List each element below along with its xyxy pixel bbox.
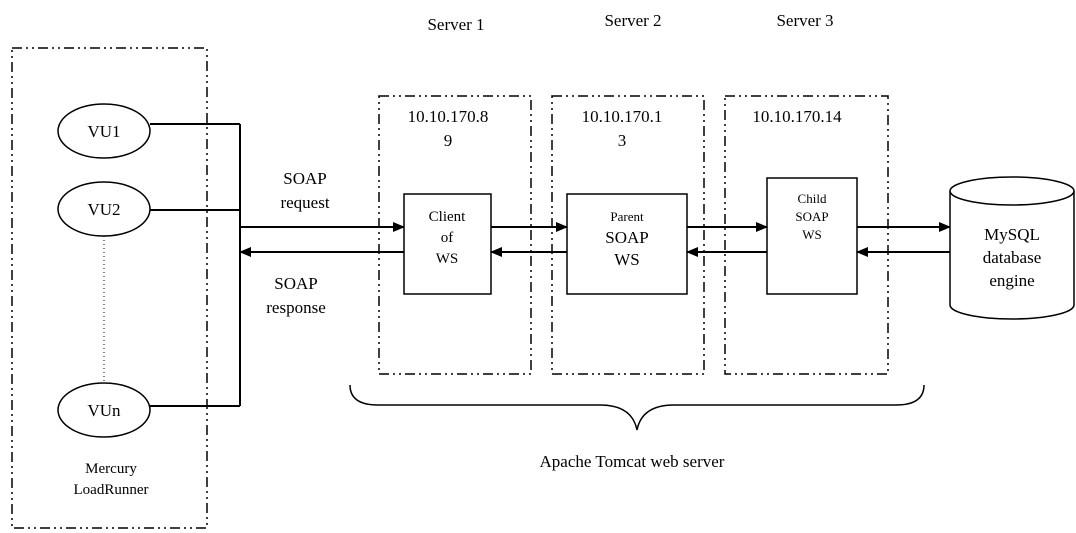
vu1-label: VU1 [87, 122, 120, 141]
soap-request-label-line2: request [280, 193, 329, 212]
soap-response-label-line2: response [266, 298, 325, 317]
tomcat-curly-brace [349, 384, 925, 431]
child-ws-label-line1: Child [798, 191, 827, 206]
client-ws-box [403, 193, 492, 295]
loadrunner-label-line2: LoadRunner [74, 482, 149, 498]
loadrunner-label-line1: Mercury [85, 461, 137, 477]
vun-node [57, 382, 151, 438]
server1-ip-line2: 9 [444, 131, 453, 150]
parent-ws-label-line2: SOAP [605, 228, 648, 247]
server2-ip-line1: 10.10.170.1 [582, 107, 663, 126]
tomcat-label: Apache Tomcat web server [540, 452, 725, 471]
parent-soap-ws-box [566, 193, 688, 295]
vun-label: VUn [87, 401, 121, 420]
client-ws-label-line1: Client [429, 209, 466, 225]
vu2-label: VU2 [87, 200, 120, 219]
server2-ip-line2: 3 [618, 131, 627, 150]
client-ws-label-line2: of [441, 230, 454, 246]
soap-response-label-line1: SOAP [274, 274, 317, 293]
server2-title: Server 2 [604, 11, 661, 30]
child-ws-label-line3: WS [802, 227, 822, 242]
parent-ws-label-line3: WS [614, 250, 640, 269]
server1-ip-line1: 10.10.170.8 [408, 107, 489, 126]
server3-boundary [724, 95, 889, 375]
mysql-database-cylinder [949, 176, 1075, 320]
server2-boundary [551, 95, 705, 375]
database-label-line2: database [983, 248, 1042, 267]
database-label-line1: MySQL [984, 225, 1040, 244]
server3-title: Server 3 [776, 11, 833, 30]
server3-ip-line1: 10.10.170.14 [752, 107, 842, 126]
vu1-node [57, 103, 151, 159]
server1-boundary [378, 95, 532, 375]
database-label-line3: engine [989, 271, 1034, 290]
child-ws-label-line2: SOAP [795, 209, 828, 224]
child-soap-ws-box [766, 177, 858, 295]
soap-request-label-line1: SOAP [283, 169, 326, 188]
client-ws-label-line3: WS [436, 251, 459, 267]
server1-title: Server 1 [427, 15, 484, 34]
parent-ws-label-line1: Parent [610, 209, 644, 224]
